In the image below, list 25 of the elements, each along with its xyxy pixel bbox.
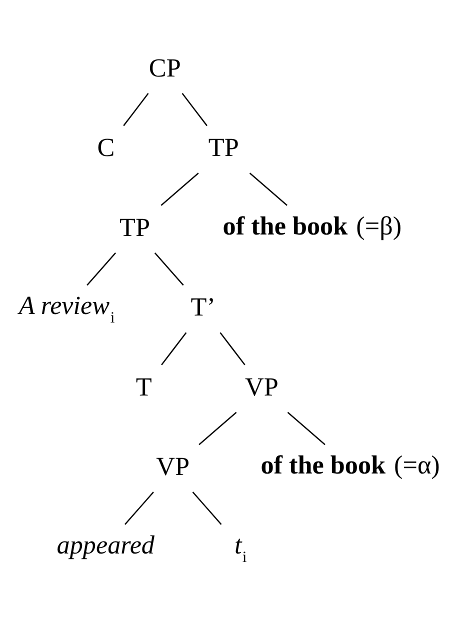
node-text: TP	[120, 212, 150, 242]
connector	[154, 252, 184, 286]
connector	[182, 92, 208, 126]
connector	[123, 92, 149, 126]
node-text: T’	[190, 292, 216, 322]
connector	[192, 491, 222, 524]
node-text: CP	[148, 52, 181, 82]
node-text: T	[136, 372, 152, 401]
node-text: of the book (=β)	[222, 210, 402, 240]
node-text: C	[97, 132, 115, 162]
node-text: TP	[208, 132, 239, 162]
node-text: VP	[156, 452, 190, 481]
connector	[160, 172, 199, 206]
node-text: appeared	[56, 530, 154, 559]
connector	[86, 252, 116, 286]
node-text: t$_{i}$	[234, 530, 247, 566]
connector	[249, 172, 288, 206]
node-text: of the book (=α)	[260, 450, 440, 480]
node-text: A review$_{i}$	[18, 290, 115, 326]
connector	[287, 411, 326, 445]
connector	[220, 332, 246, 365]
node-text: VP	[245, 372, 278, 401]
connector	[124, 491, 154, 524]
connector	[198, 411, 237, 445]
connector	[161, 332, 187, 365]
